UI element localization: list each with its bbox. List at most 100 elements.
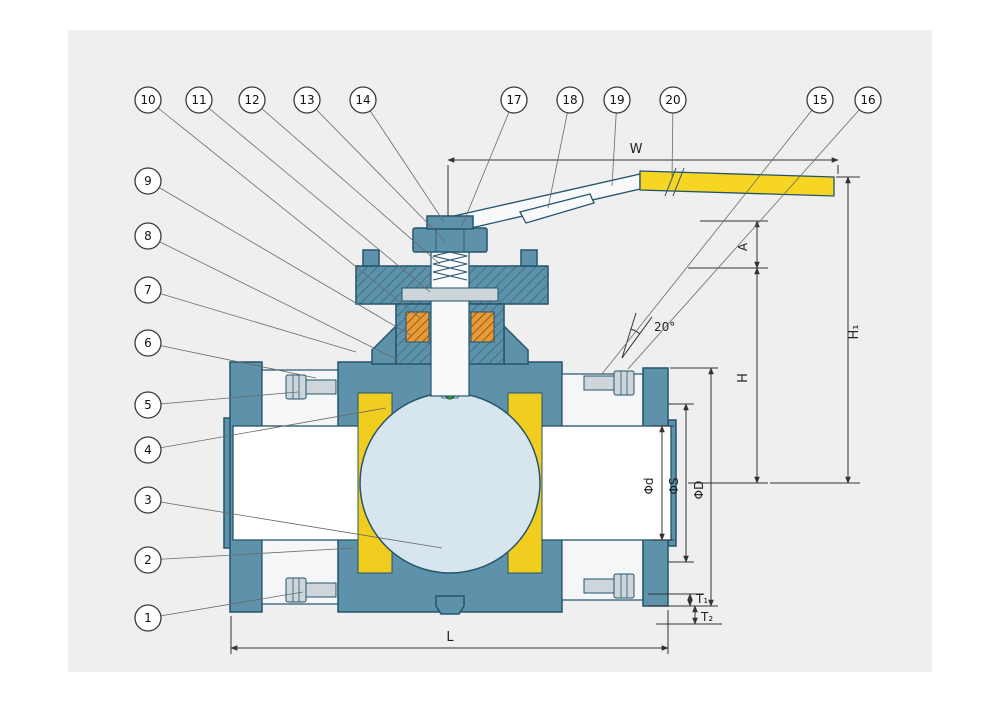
bolt-right-top: [583, 370, 635, 396]
stem-packing-left: [405, 311, 430, 343]
callout-14: 14: [349, 86, 445, 223]
callout-17: 17: [461, 86, 528, 227]
stem-nut: [412, 227, 488, 253]
callout-1: 1: [134, 591, 304, 632]
callout-6-circle: [134, 329, 162, 357]
callout-12: 12: [238, 86, 441, 265]
grip-break-mark: [672, 167, 685, 197]
pad-bolt-right: [520, 249, 538, 267]
dimension-l: L: [230, 610, 669, 654]
callout-20-label: 20: [665, 93, 680, 107]
callout-4: 4: [134, 407, 387, 464]
callout-16-circle: [854, 86, 882, 114]
dimension-l-label: L: [446, 630, 454, 645]
callout-6: 6: [134, 329, 317, 379]
callout-1-circle: [134, 604, 162, 632]
callout-18-circle: [556, 86, 584, 114]
bolt-right-bottom: [583, 573, 635, 599]
callout-8: 8: [134, 222, 399, 361]
callout-15: 15: [601, 86, 834, 375]
callout-4-circle: [134, 436, 162, 464]
callout-14-label: 14: [355, 93, 370, 107]
callout-7-circle: [134, 276, 162, 304]
callout-2-label: 2: [144, 553, 152, 567]
dimension-w-label: W: [630, 142, 643, 157]
callout-18-label: 18: [562, 93, 577, 107]
callout-3: 3: [134, 486, 443, 549]
angle-annotation: 20°: [621, 312, 675, 359]
grip-break-mark: [664, 167, 677, 197]
callout-10: 10: [134, 86, 421, 319]
dimension-t1: T₁: [648, 592, 716, 607]
callout-11-label: 11: [191, 93, 206, 107]
dimension-h-label: H: [736, 373, 751, 383]
dimension-phis-label: ΦS: [667, 477, 681, 494]
bolt-left-bottom: [285, 577, 337, 603]
callout-15-circle: [806, 86, 834, 114]
dimension-phi-s: ΦS: [667, 403, 694, 563]
callout-8-label: 8: [144, 229, 152, 243]
callout-20-circle: [659, 86, 687, 114]
dimension-t1-label: T₁: [695, 592, 708, 606]
gland-plate: [401, 287, 499, 302]
callout-5-label: 5: [144, 398, 152, 412]
dimension-phiD-label: ΦD: [692, 481, 706, 500]
dimensions: W A H H₁ Φd ΦS: [230, 142, 862, 654]
callout-2: 2: [134, 546, 355, 574]
dimension-t2-label: T₂: [700, 610, 713, 624]
callout-13-circle: [293, 86, 321, 114]
belleville-springs: [432, 247, 468, 281]
callout-9-label: 9: [144, 174, 152, 188]
stem-packing-right: [470, 311, 495, 343]
callout-3-circle: [134, 486, 162, 514]
callout-10-circle: [134, 86, 162, 114]
callout-9: 9: [134, 167, 413, 337]
callout-7: 7: [134, 276, 357, 353]
dimension-a-label: A: [736, 242, 750, 251]
body-bottom-plug: [435, 595, 465, 615]
callout-2-circle: [134, 546, 162, 574]
dimension-w: W: [447, 142, 839, 216]
callout-4-label: 4: [144, 443, 152, 457]
dimension-h1: H₁: [770, 176, 862, 484]
dimension-phi-d-small: Φd: [642, 425, 674, 541]
pad-bolt-left: [362, 249, 380, 267]
dimension-phid-label: Φd: [642, 477, 656, 494]
angle-label: 20°: [654, 320, 675, 334]
callout-16-label: 16: [860, 93, 875, 107]
callout-10-label: 10: [140, 93, 155, 107]
callout-18: 18: [547, 86, 584, 209]
valve-assembly: [223, 167, 835, 615]
callout-6-label: 6: [144, 336, 152, 350]
handle-grip: [639, 167, 835, 197]
callout-19: 19: [603, 86, 631, 187]
callout-15-label: 15: [812, 93, 827, 107]
callout-1-label: 1: [144, 611, 152, 625]
callout-9-circle: [134, 167, 162, 195]
callout-19-label: 19: [609, 93, 624, 107]
dimension-h: H: [688, 267, 768, 484]
callout-13-label: 13: [299, 93, 314, 107]
callout-11: 11: [185, 86, 431, 293]
callout-5-circle: [134, 391, 162, 419]
dimension-h1-label: H₁: [847, 325, 862, 340]
lever-gusset: [519, 193, 595, 224]
callout-14-circle: [349, 86, 377, 114]
callout-20: 20: [659, 86, 687, 181]
callout-17-circle: [500, 86, 528, 114]
dimension-t2: T₂: [656, 605, 722, 625]
callouts: 1 2 3 4 5 6 7: [134, 86, 882, 632]
callout-7-label: 7: [144, 283, 152, 297]
callout-19-circle: [603, 86, 631, 114]
stem-top-washer: [426, 215, 474, 230]
callout-8-circle: [134, 222, 162, 250]
callout-12-circle: [238, 86, 266, 114]
callout-3-label: 3: [144, 493, 152, 507]
callout-5: 5: [134, 391, 299, 419]
callout-13: 13: [293, 86, 447, 243]
ball: [359, 392, 541, 574]
callout-16: 16: [627, 86, 882, 370]
callout-17-label: 17: [506, 93, 521, 107]
